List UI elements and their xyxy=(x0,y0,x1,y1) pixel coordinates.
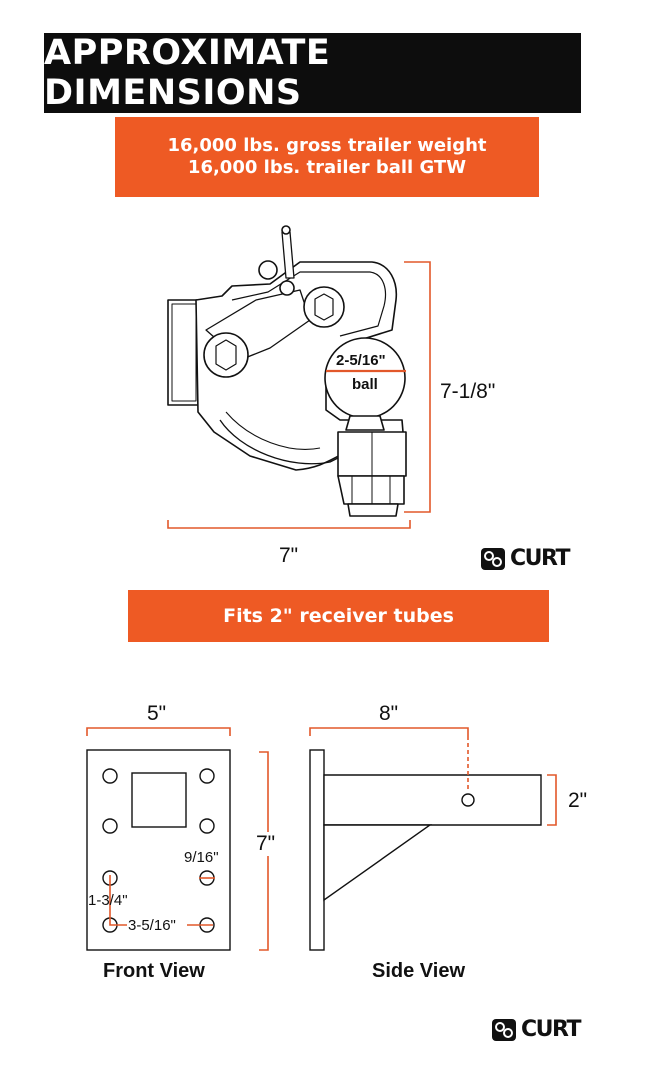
side-view-dimension-lines xyxy=(309,727,557,826)
gross-weight-spec: 16,000 lbs. gross trailer weight xyxy=(167,135,487,156)
ball-size-label: 2-5/16" xyxy=(336,352,386,369)
page-title: APPROXIMATE DIMENSIONS xyxy=(44,33,331,113)
fits-banner: Fits 2" receiver tubes xyxy=(128,590,549,642)
side-view-drawing xyxy=(309,749,542,951)
ball-gtw-spec: 16,000 lbs. trailer ball GTW xyxy=(187,157,467,178)
pintle-width-label: 7" xyxy=(279,544,299,567)
capacity-banner: 16,000 lbs. gross trailer weight 16,000 … xyxy=(115,117,539,197)
curt-emblem-icon xyxy=(481,547,505,570)
fits-label: Fits 2" receiver tubes xyxy=(223,605,454,627)
hole-vertical-label: 1-3/4" xyxy=(88,892,128,909)
tube-size-label: 2" xyxy=(568,789,588,812)
front-height-label: 7" xyxy=(256,832,276,856)
front-width-label: 5" xyxy=(147,702,167,725)
brand-name: CURT xyxy=(510,546,570,571)
side-length-label: 8" xyxy=(379,702,399,725)
title-bar: APPROXIMATE DIMENSIONS xyxy=(44,33,581,113)
front-view-drawing xyxy=(86,749,231,951)
front-view-caption: Front View xyxy=(103,960,205,982)
side-view-caption: Side View xyxy=(372,960,466,982)
pintle-dimension-lines xyxy=(167,261,431,529)
ball-word-label: ball xyxy=(352,376,378,393)
curt-emblem-icon xyxy=(492,1018,516,1041)
brand-logo-upper: CURT xyxy=(480,546,570,571)
brand-name: CURT xyxy=(521,1017,581,1042)
hole-size-label: 9/16" xyxy=(184,849,219,866)
pintle-height-label: 7-1/8" xyxy=(440,380,496,403)
brand-logo-lower: CURT xyxy=(491,1017,581,1042)
pintle-hook-drawing xyxy=(167,225,407,517)
hole-horizontal-label: 3-5/16" xyxy=(128,917,176,934)
